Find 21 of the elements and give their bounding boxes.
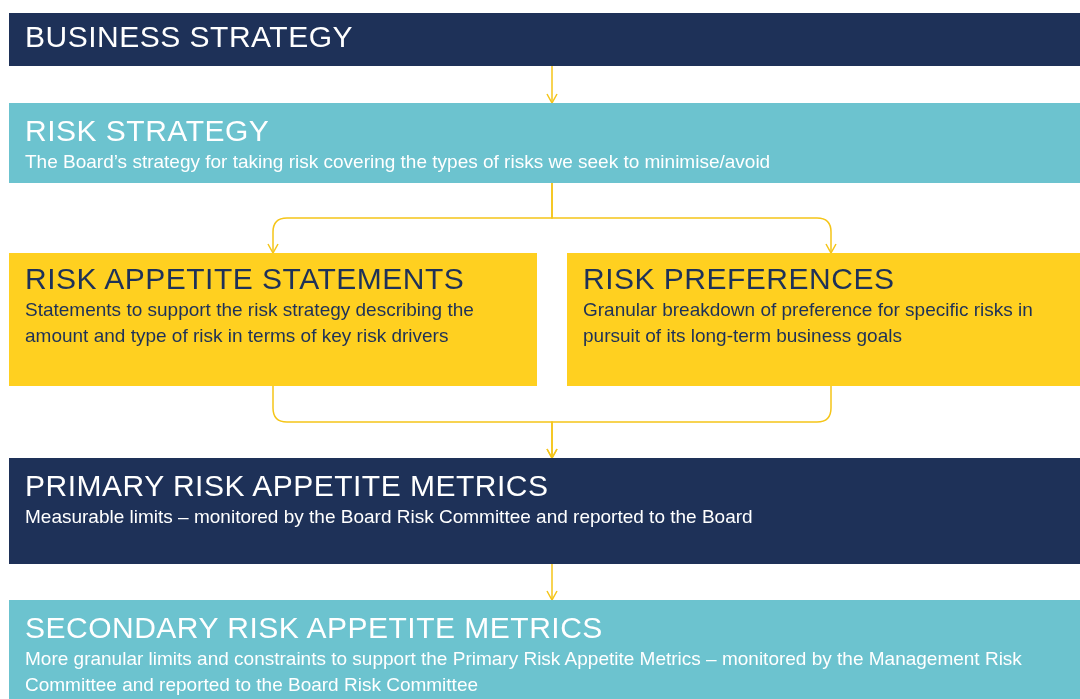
arrow [546, 563, 558, 601]
box-description: The Board’s strategy for taking risk covering the types of risks we seek to minimise/avoid [25, 150, 772, 174]
box-heading: SECONDARY RISK APPETITE METRICS [25, 610, 604, 646]
box-description: More granular limits and constraints to support the Primary Risk Appetite Metrics – monitored by the Management Risk Committee and reported to the Board Risk Committee [25, 647, 1023, 697]
box-description: Measurable limits – monitored by the Board Risk Committee and reported to the Board [25, 505, 754, 529]
process-box [9, 253, 537, 386]
arrow [546, 385, 832, 459]
box-description: Statements to support the risk strategy describing the amount and type of risk in terms of key risk drivers [25, 298, 475, 348]
box-heading: RISK STRATEGY [25, 113, 271, 149]
arrow [551, 182, 837, 254]
process-box [9, 458, 1080, 564]
box-heading: RISK APPETITE STATEMENTS [25, 261, 466, 297]
process-box [9, 103, 1080, 183]
process-box [567, 253, 1080, 386]
process-box [9, 600, 1080, 699]
process-box [9, 13, 1080, 66]
box-heading: BUSINESS STRATEGY [25, 19, 354, 55]
box-heading: RISK PREFERENCES [583, 261, 896, 297]
box-description: Granular breakdown of preference for specific risks in pursuit of its long-term business goals [583, 298, 1034, 348]
box-heading: PRIMARY RISK APPETITE METRICS [25, 468, 550, 504]
arrow [546, 65, 558, 104]
